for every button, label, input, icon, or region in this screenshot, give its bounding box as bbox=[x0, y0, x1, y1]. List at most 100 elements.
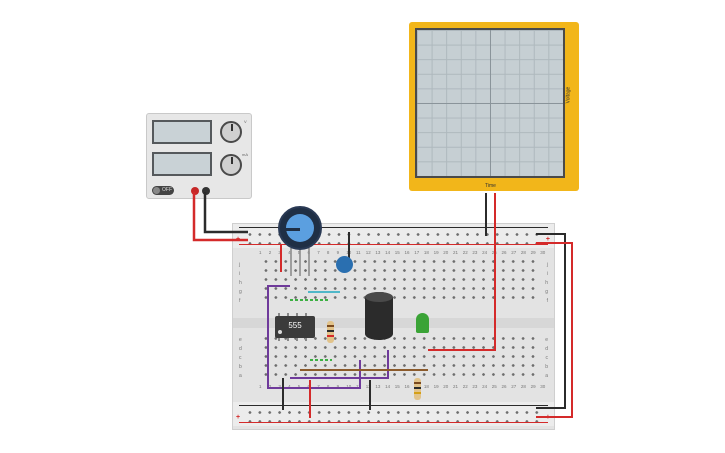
column-number: 13 bbox=[375, 250, 381, 255]
psu-positive-wire[interactable] bbox=[192, 192, 248, 242]
power-switch[interactable]: OFF bbox=[152, 186, 174, 195]
column-number: 5 bbox=[297, 250, 301, 255]
column-number: 5 bbox=[297, 384, 301, 389]
column-number: 14 bbox=[385, 250, 391, 255]
switch-label: OFF bbox=[162, 187, 172, 193]
row-label: e bbox=[545, 337, 548, 343]
column-number: 7 bbox=[317, 250, 320, 255]
pot-indicator bbox=[286, 228, 300, 231]
resistor-1[interactable] bbox=[327, 321, 334, 343]
column-number: 24 bbox=[482, 250, 488, 255]
column-number: 28 bbox=[520, 250, 526, 255]
row-label: g bbox=[239, 289, 242, 295]
positive-terminal[interactable] bbox=[191, 187, 199, 195]
column-number: 30 bbox=[540, 384, 546, 389]
row-label: f bbox=[546, 298, 548, 304]
rail-jumper-ground[interactable] bbox=[536, 233, 566, 409]
row-label: f bbox=[239, 298, 241, 304]
column-number: 23 bbox=[472, 384, 478, 389]
column-number: 6 bbox=[307, 384, 311, 389]
rail-jumper-power[interactable] bbox=[536, 242, 573, 418]
column-number: 29 bbox=[530, 384, 536, 389]
negative-terminal[interactable] bbox=[202, 187, 210, 195]
column-number: 26 bbox=[501, 384, 507, 389]
bottom-power-rail: + + bbox=[233, 402, 554, 426]
column-number: 9 bbox=[336, 250, 340, 255]
column-number: 4 bbox=[288, 384, 291, 389]
column-number: 16 bbox=[404, 384, 410, 389]
row-label: e bbox=[239, 337, 242, 343]
column-number: 20 bbox=[443, 384, 449, 389]
current-unit-label: mA bbox=[242, 152, 248, 157]
column-number: 21 bbox=[453, 384, 459, 389]
rail-plus-sign: + bbox=[545, 236, 550, 243]
column-number: 27 bbox=[511, 384, 517, 389]
electrolytic-capacitor[interactable] bbox=[365, 292, 393, 340]
jumper-purple-2[interactable] bbox=[290, 350, 389, 379]
oscilloscope[interactable]: Time Voltage bbox=[409, 22, 579, 191]
column-number: 12 bbox=[365, 384, 371, 389]
green-led[interactable] bbox=[416, 313, 429, 333]
column-number: 14 bbox=[385, 384, 391, 389]
power-supply[interactable]: V mA OFF bbox=[146, 113, 252, 199]
current-knob[interactable] bbox=[220, 154, 242, 176]
timer-ic-555[interactable]: 555 bbox=[275, 316, 315, 338]
column-number: 17 bbox=[414, 250, 420, 255]
ic-label: 555 bbox=[288, 321, 302, 330]
column-number: 2 bbox=[268, 250, 272, 255]
row-label: j bbox=[546, 262, 548, 268]
rail-plus-sign: + bbox=[236, 414, 241, 421]
scope-signal-probe-wire[interactable] bbox=[428, 193, 496, 351]
column-number: 9 bbox=[336, 384, 340, 389]
potentiometer[interactable] bbox=[278, 206, 322, 250]
ic-pins-top bbox=[278, 313, 314, 316]
voltage-knob[interactable] bbox=[220, 121, 242, 143]
row-label: g bbox=[545, 289, 548, 295]
ic-pins-bottom bbox=[278, 338, 314, 341]
column-number: 7 bbox=[317, 384, 320, 389]
column-number: 23 bbox=[472, 250, 478, 255]
column-number: 20 bbox=[443, 250, 449, 255]
column-number: 1 bbox=[259, 384, 262, 389]
column-number: 18 bbox=[423, 250, 429, 255]
row-label: b bbox=[239, 364, 242, 370]
center-channel bbox=[233, 318, 554, 328]
column-number: 11 bbox=[356, 250, 361, 255]
voltage-unit-label: V bbox=[244, 119, 247, 124]
column-number: 4 bbox=[288, 250, 291, 255]
row-label: a bbox=[239, 373, 242, 379]
pot-legs bbox=[290, 248, 310, 276]
column-number: 19 bbox=[433, 384, 439, 389]
row-label: d bbox=[545, 346, 548, 352]
column-number: 25 bbox=[491, 384, 497, 389]
column-number: 10 bbox=[346, 384, 352, 389]
column-number: 3 bbox=[278, 250, 281, 255]
column-number: 12 bbox=[365, 250, 371, 255]
current-display bbox=[152, 152, 212, 176]
column-number: 27 bbox=[511, 250, 517, 255]
ceramic-capacitor[interactable] bbox=[336, 256, 353, 273]
column-numbers-top: 1234567891011121314151617181920212223242… bbox=[259, 250, 549, 256]
row-label: d bbox=[239, 346, 242, 352]
column-number: 28 bbox=[520, 384, 526, 389]
column-number: 1 bbox=[259, 250, 262, 255]
voltage-display bbox=[152, 120, 212, 144]
column-number: 15 bbox=[394, 384, 400, 389]
row-label: j bbox=[239, 262, 241, 268]
resistor-2[interactable] bbox=[414, 378, 421, 400]
column-number: 18 bbox=[423, 384, 429, 389]
psu-negative-wire[interactable] bbox=[203, 192, 248, 234]
column-number: 2 bbox=[268, 384, 272, 389]
row-label: h bbox=[545, 280, 548, 286]
column-number: 16 bbox=[404, 250, 410, 255]
column-number: 30 bbox=[540, 250, 546, 255]
column-number: 19 bbox=[433, 250, 439, 255]
column-number: 24 bbox=[482, 384, 488, 389]
column-number: 26 bbox=[501, 250, 507, 255]
row-label: i bbox=[546, 271, 548, 277]
column-number: 22 bbox=[462, 250, 468, 255]
switch-knob bbox=[153, 187, 160, 194]
row-label: h bbox=[239, 280, 242, 286]
column-number: 8 bbox=[326, 250, 330, 255]
